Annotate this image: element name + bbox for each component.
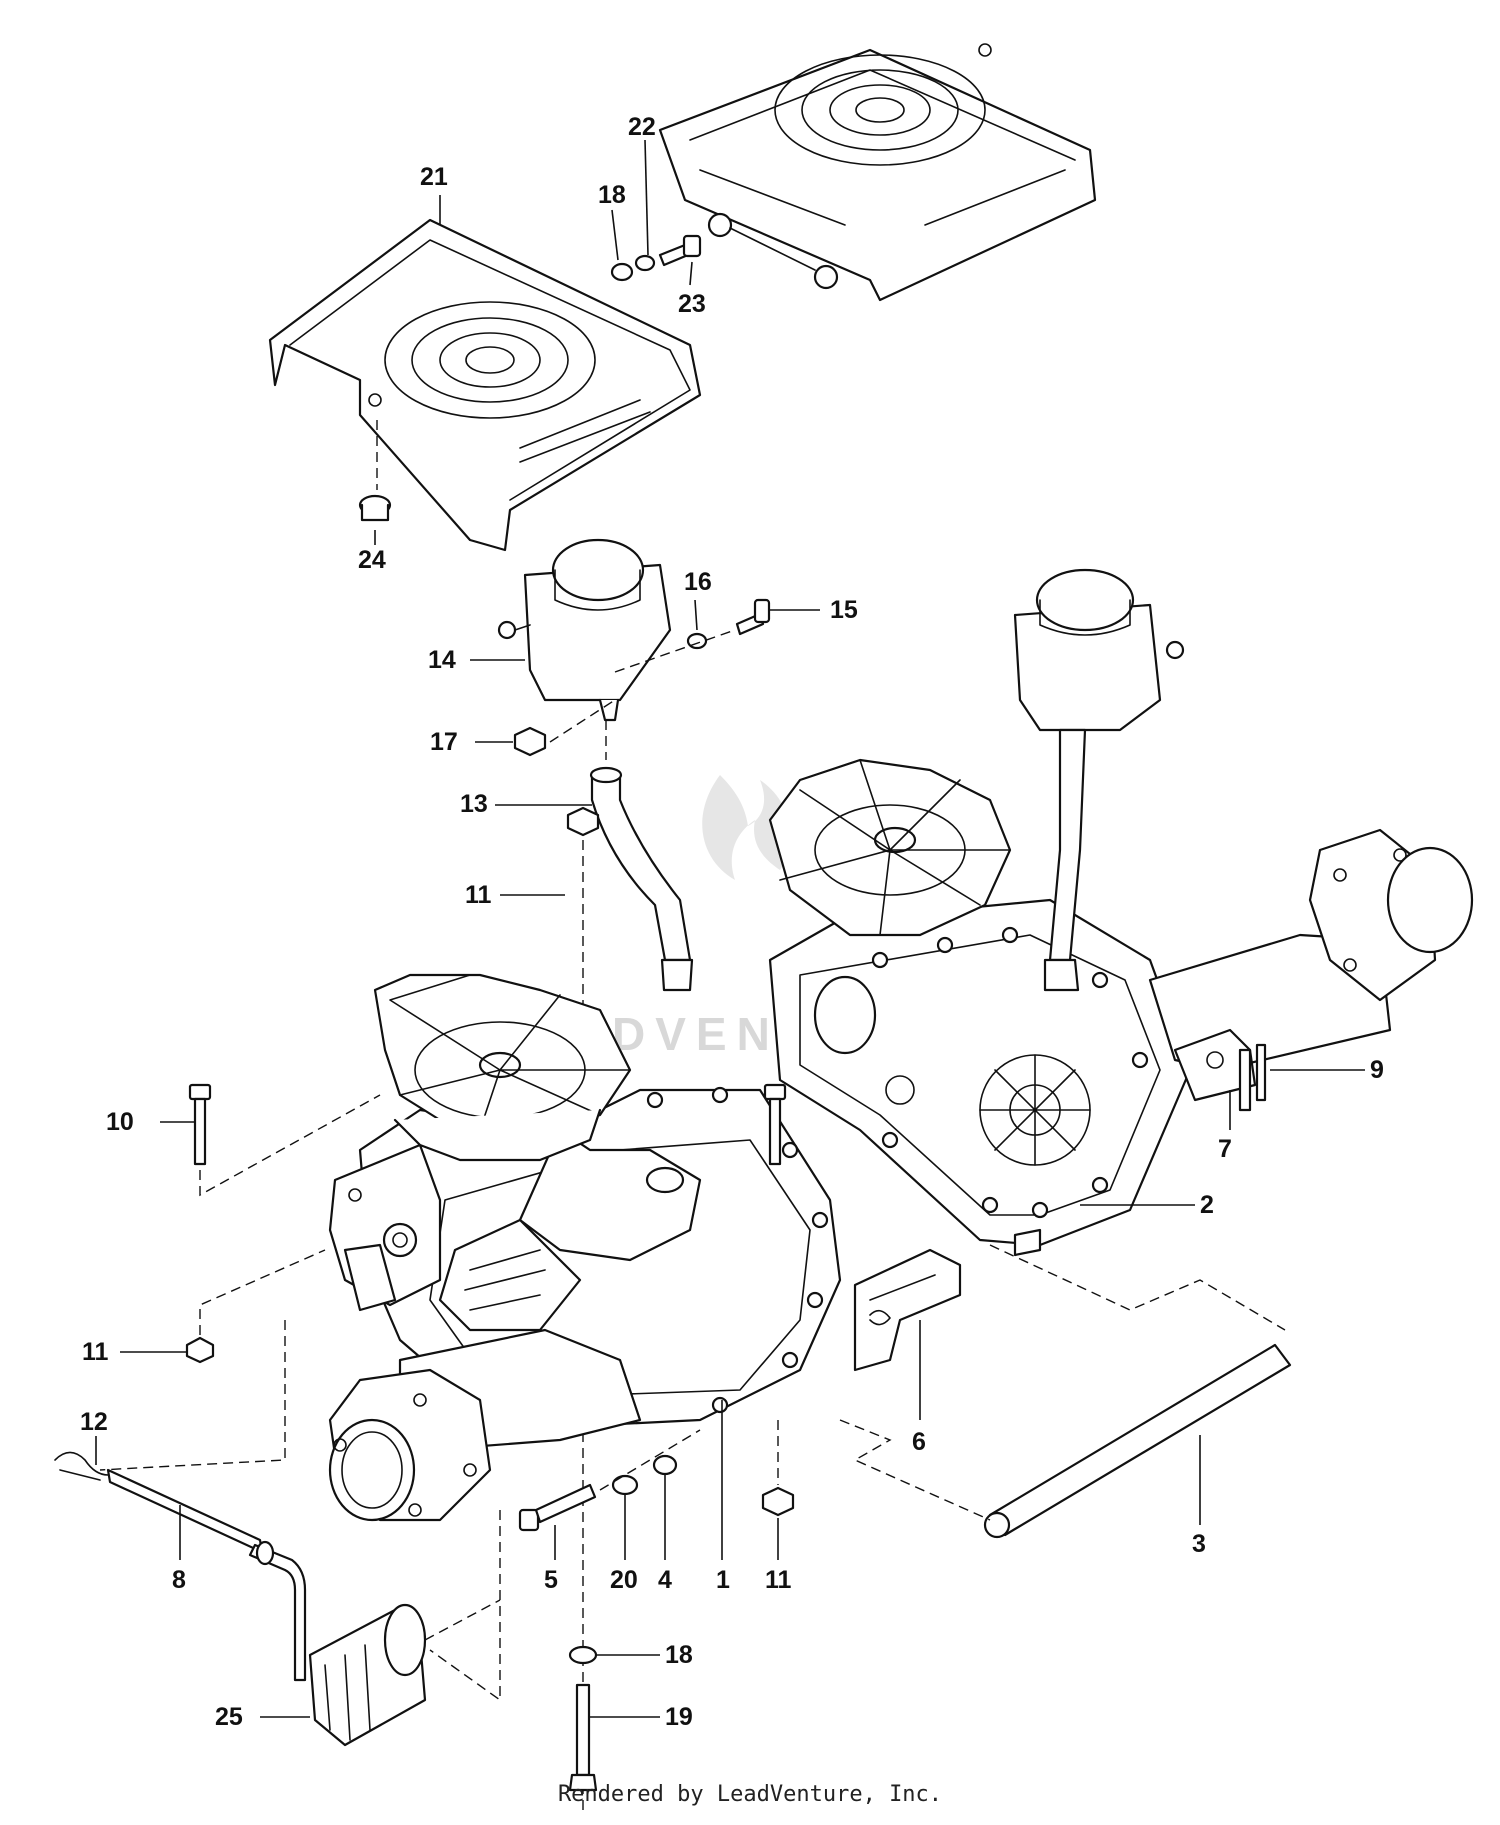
reservoir-bolt: [614, 598, 771, 673]
callout-1: 1: [716, 1566, 730, 1594]
transaxle-right: [768, 828, 1474, 1257]
callout-11-left: 11: [82, 1338, 109, 1366]
callout-11-top: 11: [465, 881, 492, 909]
footer-credit: Rendered by LeadVenture, Inc.: [557, 1782, 943, 1807]
washers: [599, 1429, 701, 1496]
callout-24: 24: [358, 546, 386, 574]
callout-18-bottom: 18: [665, 1641, 693, 1669]
hose: [589, 720, 694, 992]
callout-12: 12: [80, 1408, 108, 1436]
callout-10: 10: [106, 1108, 134, 1136]
callout-14: 14: [428, 646, 456, 674]
callout-8: 8: [172, 1566, 186, 1594]
grommet: [358, 420, 392, 522]
callout-20: 20: [610, 1566, 638, 1594]
callout-9: 9: [1370, 1056, 1384, 1084]
bolt-5: [518, 1483, 597, 1532]
nut-11-bottom: [761, 1420, 795, 1517]
callout-2: 2: [1200, 1191, 1214, 1219]
callout-4: 4: [658, 1566, 672, 1594]
shroud-fasteners: [610, 234, 702, 282]
callout-17: 17: [430, 728, 458, 756]
callout-18-top: 18: [598, 181, 626, 209]
nut-11-left: [185, 1249, 326, 1364]
callout-6: 6: [912, 1428, 926, 1456]
callout-23: 23: [678, 290, 706, 318]
fan-right: [768, 758, 1012, 937]
alignment-lines: [99, 1244, 1286, 1702]
bracket: [853, 1248, 962, 1372]
reservoir-nut: [513, 699, 616, 757]
callout-19: 19: [665, 1703, 693, 1731]
callout-15: 15: [830, 596, 858, 624]
rod: [983, 1343, 1292, 1539]
oil-filter: [308, 1599, 501, 1747]
callout-leaders: [95, 139, 1365, 1718]
bolt-10-right: [763, 1083, 787, 1166]
transaxle-left: [328, 1086, 842, 1522]
callout-22: 22: [628, 113, 656, 141]
fan-left: [373, 973, 632, 1162]
callout-13: 13: [460, 790, 488, 818]
fan-shroud-right: [658, 43, 1097, 302]
reservoir-right: [1013, 568, 1185, 992]
reservoir-left: [497, 538, 672, 722]
callout-25: 25: [215, 1703, 243, 1731]
callout-5: 5: [544, 1566, 558, 1594]
callout-16: 16: [684, 568, 712, 596]
callout-labels: 21 18 22 23 24 16 15 14 17 13 11 9 7 2 1…: [80, 113, 1384, 1731]
callout-7: 7: [1218, 1135, 1232, 1163]
callout-11-bottom: 11: [765, 1566, 792, 1594]
watermark-flame-icon: [702, 775, 791, 880]
callout-3: 3: [1192, 1530, 1206, 1558]
fan-shroud-left: [268, 218, 702, 552]
callout-21: 21: [420, 163, 448, 191]
bolt-19: [568, 1645, 598, 1792]
control-rod: [54, 1451, 307, 1682]
bolt-10: [188, 1083, 381, 1197]
